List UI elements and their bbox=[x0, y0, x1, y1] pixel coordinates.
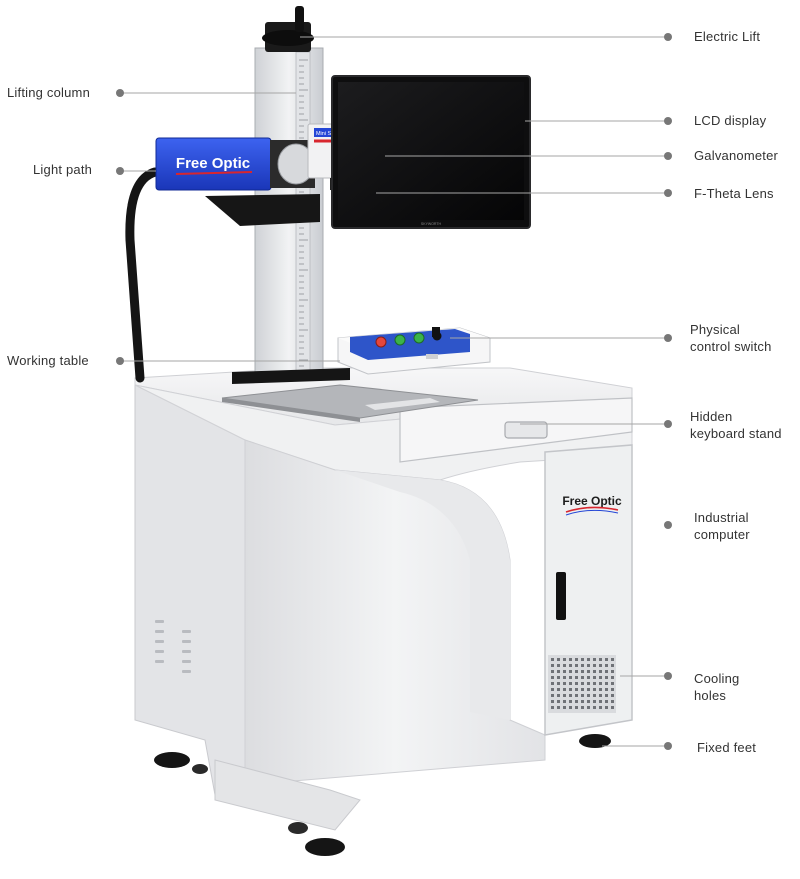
dot-working-table bbox=[116, 357, 124, 365]
foot bbox=[305, 838, 345, 856]
label-fixed-feet: Fixed feet bbox=[697, 740, 757, 755]
label-line: computer bbox=[694, 527, 750, 542]
label-line: Industrial bbox=[694, 510, 749, 525]
label-cooling-holes: Cooling holes bbox=[694, 670, 740, 704]
dot-galvanometer bbox=[664, 152, 672, 160]
leader-dots bbox=[116, 33, 672, 750]
dot-light-path bbox=[116, 167, 124, 175]
laser-head: Free Optic bbox=[155, 137, 320, 226]
lcd-display: SKYWORTH bbox=[331, 75, 531, 229]
head-logo: Free Optic bbox=[176, 155, 250, 172]
label-light-path: Light path bbox=[33, 162, 93, 177]
label-line: keyboard stand bbox=[690, 426, 782, 441]
dot-lifting-column bbox=[116, 89, 124, 97]
dot-f-theta-lens bbox=[664, 189, 672, 197]
label-line: Physical bbox=[690, 322, 741, 337]
label-line: Hidden bbox=[690, 409, 733, 424]
label-physical-control-switch: Physical control switch bbox=[690, 321, 772, 355]
fiber-cable bbox=[125, 167, 160, 383]
dot-electric-lift bbox=[664, 33, 672, 41]
label-lifting-column: Lifting column bbox=[7, 85, 91, 100]
drawer-handle bbox=[504, 421, 548, 439]
dot-control-switch bbox=[664, 334, 672, 342]
working-table bbox=[221, 384, 479, 422]
dot-lcd-display bbox=[664, 117, 672, 125]
dot-industrial-computer bbox=[664, 521, 672, 529]
foot bbox=[579, 734, 611, 748]
label-lcd-display: LCD display bbox=[694, 113, 767, 128]
label-galvanometer: Galvanometer bbox=[694, 148, 779, 163]
side-vent-slots bbox=[155, 620, 191, 673]
label-industrial-computer: Industrial computer bbox=[694, 509, 750, 543]
label-line: holes bbox=[694, 688, 727, 703]
dot-cooling-holes bbox=[664, 672, 672, 680]
label-f-theta-lens: F-Theta Lens bbox=[694, 186, 774, 201]
foot bbox=[154, 752, 190, 768]
door-handle bbox=[556, 572, 566, 620]
lift-handwheel bbox=[262, 30, 314, 46]
label-electric-lift: Electric Lift bbox=[694, 29, 761, 44]
label-working-table: Working table bbox=[7, 353, 89, 368]
control-panel bbox=[337, 327, 491, 375]
label-line: Cooling bbox=[694, 671, 740, 686]
leader-lines bbox=[120, 36, 668, 747]
label-hidden-keyboard-stand: Hidden keyboard stand bbox=[690, 408, 782, 442]
cabinet bbox=[134, 367, 633, 856]
dot-keyboard-stand bbox=[664, 420, 672, 428]
label-line: control switch bbox=[690, 339, 772, 354]
cabinet-logo: Free Optic bbox=[562, 494, 622, 508]
dot-fixed-feet bbox=[664, 742, 672, 750]
monitor-brand: SKYWORTH bbox=[421, 222, 442, 226]
